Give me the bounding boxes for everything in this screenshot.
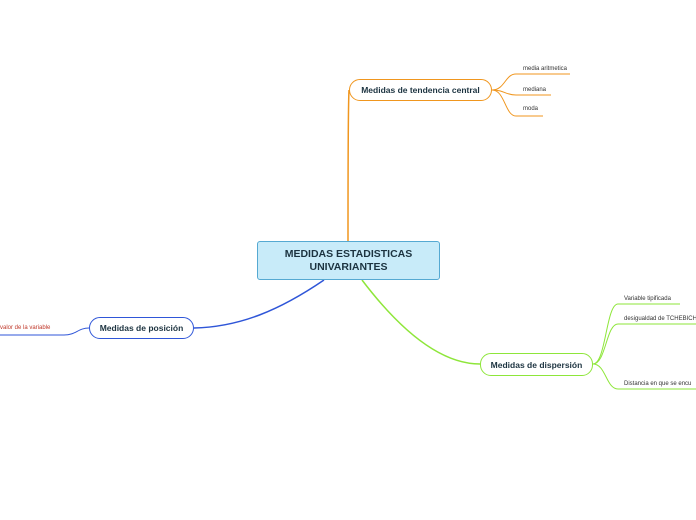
link-root-dispersion [361, 279, 481, 365]
subtopic-valor-variable[interactable]: valor de la variable [0, 325, 51, 331]
link-dispersion-tchebich [592, 323, 696, 365]
link-root-tendencia [347, 89, 350, 242]
root-topic-label: MEDIDAS ESTADISTICAS UNIVARIANTES [284, 247, 413, 273]
link-tendencia-mediana [491, 89, 551, 96]
link-posicion-valor [0, 327, 90, 336]
subtopic-media-aritmetica[interactable]: media aritmetica [523, 66, 568, 72]
topic-tendencia-central[interactable]: Medidas de tendencia central [349, 79, 492, 101]
subtopic-mediana[interactable]: mediana [523, 87, 547, 93]
subtopic-variable-tipificada[interactable]: Variable tipificada [624, 296, 671, 302]
root-topic[interactable]: MEDIDAS ESTADISTICAS UNIVARIANTES [257, 241, 440, 280]
subtopic-desigualdad-tchebich[interactable]: desigualdad de TCHEBICH [624, 316, 696, 322]
link-dispersion-distancia [592, 363, 696, 390]
topic-tendencia-central-label: Medidas de tendencia central [361, 85, 480, 95]
topic-posicion-label: Medidas de posición [99, 323, 184, 333]
topic-dispersion-label: Medidas de dispersión [490, 359, 583, 370]
topic-posicion[interactable]: Medidas de posición [89, 317, 194, 339]
link-root-posicion [193, 279, 325, 329]
link-tendencia-moda [491, 89, 543, 117]
link-dispersion-tipificada [592, 303, 680, 365]
link-tendencia-media [491, 73, 570, 91]
subtopic-distancia[interactable]: Distancia en que se encu [624, 381, 692, 387]
subtopic-moda[interactable]: moda [523, 106, 539, 112]
topic-dispersion[interactable]: Medidas de dispersión [480, 353, 593, 376]
